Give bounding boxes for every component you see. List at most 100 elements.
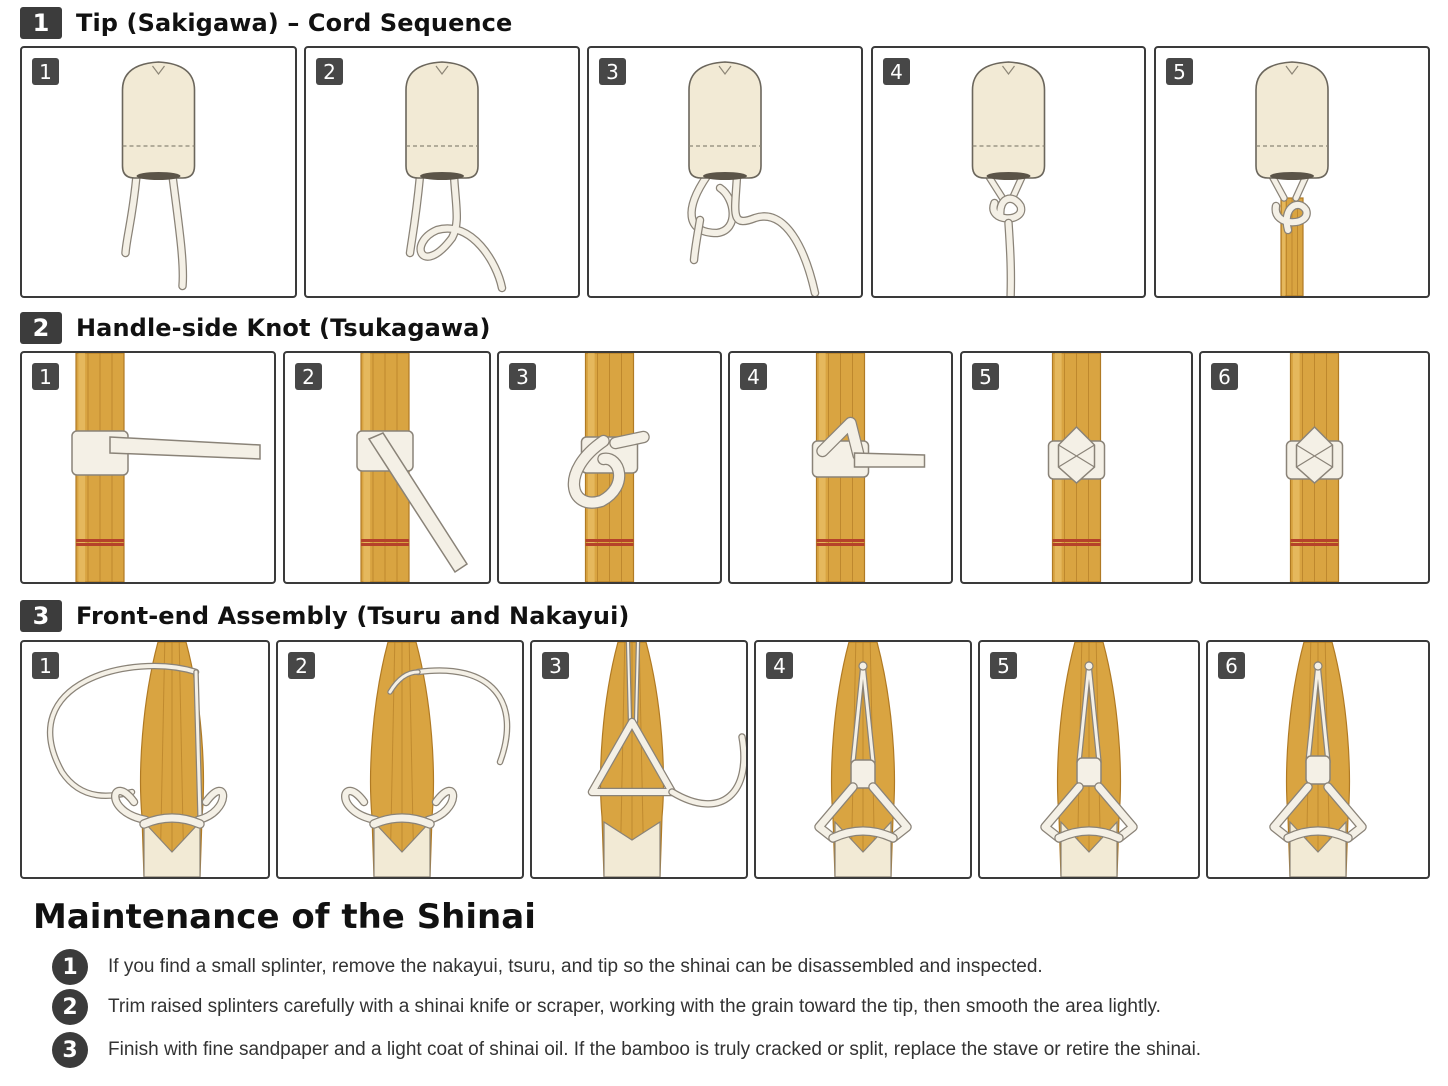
tsuru-knot bbox=[1313, 661, 1323, 671]
step-number-badge: 5 bbox=[972, 363, 999, 390]
tip-step-panel: 4 bbox=[871, 46, 1146, 298]
tip-illustration bbox=[1255, 61, 1329, 296]
cord bbox=[139, 813, 205, 829]
step-number-badge: 6 bbox=[1211, 363, 1238, 390]
tsukagawa-sleeve bbox=[1060, 820, 1118, 877]
tsukagawa-sleeve bbox=[834, 820, 892, 877]
tsukagawa-illustration bbox=[356, 353, 469, 582]
front-end-illustration bbox=[587, 642, 746, 877]
section-number-badge: 3 bbox=[20, 600, 62, 632]
cord bbox=[1004, 218, 1016, 296]
cord bbox=[1283, 826, 1353, 843]
tsukagawa-sleeve bbox=[603, 820, 661, 877]
step-number-badge: 4 bbox=[740, 363, 767, 390]
cord bbox=[814, 782, 912, 843]
sakigawa-tip-cap bbox=[1255, 61, 1329, 180]
front-step-panel: 5 bbox=[978, 640, 1200, 879]
tip-illustration bbox=[121, 61, 196, 291]
cord bbox=[828, 826, 898, 843]
tsukagawa-sleeve bbox=[1289, 820, 1347, 877]
cord bbox=[730, 171, 820, 296]
cord bbox=[1269, 782, 1367, 843]
section-1-header: 1 Tip (Sakigawa) – Cord Sequence bbox=[20, 6, 512, 40]
front-end-illustration bbox=[341, 642, 511, 877]
cord bbox=[1076, 661, 1102, 765]
front-step-panel: 3 bbox=[530, 640, 748, 879]
leather-wrap bbox=[850, 759, 876, 789]
step-number-badge: 4 bbox=[766, 652, 793, 679]
cord bbox=[668, 733, 746, 808]
leather-wrap bbox=[1305, 755, 1331, 785]
tip-step-panel: 3 bbox=[587, 46, 863, 298]
cord bbox=[816, 416, 865, 462]
section-title: Front-end Assembly (Tsuru and Nakayui) bbox=[76, 602, 630, 630]
step-number-badge: 2 bbox=[316, 58, 343, 85]
tsukagawa-illustration bbox=[811, 353, 926, 582]
front-end-illustration bbox=[1269, 642, 1367, 877]
cord bbox=[687, 171, 737, 238]
maintenance-text: Trim raised splinters carefully with a s… bbox=[108, 996, 1161, 1017]
cord bbox=[1008, 172, 1027, 202]
cord bbox=[414, 667, 511, 766]
cord bbox=[416, 171, 507, 293]
cord bbox=[587, 717, 677, 797]
cord bbox=[193, 669, 203, 820]
maintenance-number-badge: 2 bbox=[52, 989, 88, 1025]
cord bbox=[46, 662, 200, 800]
tsukagawa-illustration bbox=[71, 353, 261, 582]
maintenance-item: 2 Trim raised splinters carefully with a… bbox=[52, 988, 1161, 1026]
tip-illustration bbox=[971, 61, 1046, 296]
maintenance-title: Maintenance of the Shinai bbox=[33, 897, 536, 937]
handle-step-panel: 4 bbox=[728, 351, 953, 584]
section-3-header: 3 Front-end Assembly (Tsuru and Nakayui) bbox=[20, 599, 629, 633]
tip-step-panel: 5 bbox=[1154, 46, 1430, 298]
step-number-badge: 5 bbox=[990, 652, 1017, 679]
cord bbox=[111, 786, 228, 825]
cord-tail bbox=[109, 436, 261, 460]
cord bbox=[689, 215, 705, 265]
tsukagawa-illustration bbox=[1285, 353, 1344, 582]
cord bbox=[1292, 172, 1310, 202]
front-end-illustration bbox=[1040, 642, 1138, 877]
tsukagawa-illustration bbox=[1047, 353, 1106, 582]
cord bbox=[625, 642, 641, 725]
cord bbox=[405, 171, 425, 258]
cord bbox=[168, 171, 188, 291]
step-number-badge: 3 bbox=[599, 58, 626, 85]
step-number-badge: 3 bbox=[509, 363, 536, 390]
cord bbox=[341, 786, 458, 825]
bamboo-stave bbox=[599, 642, 665, 877]
cord bbox=[369, 813, 435, 829]
cord bbox=[567, 434, 626, 509]
section-number-badge: 2 bbox=[20, 312, 62, 344]
step-number-badge: 4 bbox=[883, 58, 910, 85]
maintenance-number-badge: 1 bbox=[52, 949, 88, 985]
step-number-badge: 2 bbox=[288, 652, 315, 679]
cord bbox=[1271, 200, 1311, 235]
handle-step-panel: 5 bbox=[960, 351, 1193, 584]
sakigawa-tip-cap bbox=[688, 61, 762, 180]
sakigawa-tip-cap bbox=[121, 61, 196, 180]
tsukagawa-sleeve bbox=[373, 820, 431, 877]
step-number-badge: 1 bbox=[32, 363, 59, 390]
maintenance-number-badge: 3 bbox=[52, 1032, 88, 1068]
tsuru-knot bbox=[858, 661, 868, 671]
finished-knot bbox=[1057, 425, 1096, 485]
cord bbox=[984, 172, 1007, 202]
cord bbox=[387, 669, 421, 695]
cord bbox=[1054, 826, 1124, 843]
maintenance-item: 1 If you find a small splinter, remove t… bbox=[52, 948, 1043, 986]
tsukagawa-sleeve bbox=[143, 820, 201, 877]
section-title: Handle-side Knot (Tsukagawa) bbox=[76, 314, 491, 342]
tip-step-panel: 1 bbox=[20, 46, 297, 298]
step-number-badge: 1 bbox=[32, 58, 59, 85]
cord-tail bbox=[367, 432, 469, 574]
tip-step-panel: 2 bbox=[304, 46, 580, 298]
tsukagawa-illustration bbox=[567, 353, 650, 582]
cord bbox=[1305, 661, 1331, 765]
cord bbox=[1040, 782, 1138, 843]
section-number-badge: 1 bbox=[20, 7, 62, 39]
front-end-illustration bbox=[46, 642, 228, 877]
front-end-illustration bbox=[814, 642, 912, 877]
cord bbox=[989, 194, 1026, 223]
